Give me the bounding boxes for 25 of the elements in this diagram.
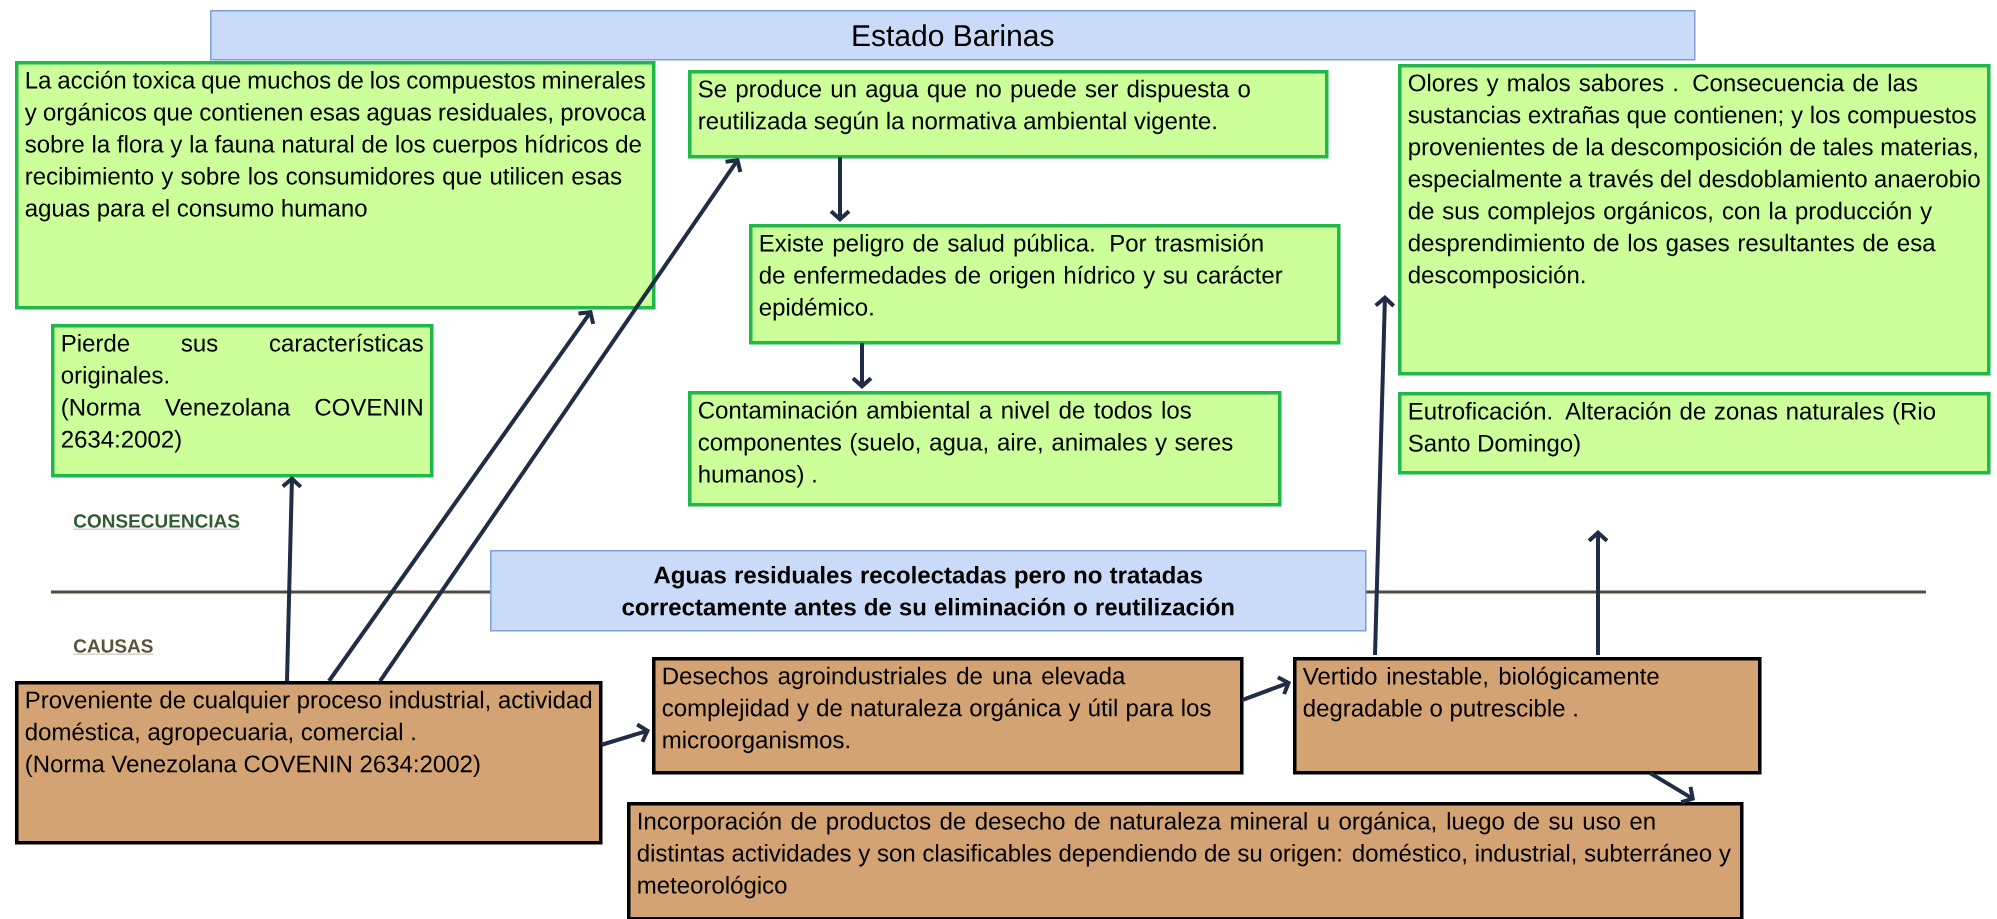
arrow <box>829 157 851 222</box>
cause-box: Vertido inestable, biológicamente degradable o putrescible . <box>1293 657 1762 775</box>
consequence-box: Pierde sus características originales. (Norma Venezolana COVENIN 2634:2002) <box>51 324 434 478</box>
arrow <box>1587 530 1609 655</box>
cause-box: Desechos agroindustriales de una elevada complejidad y de naturaleza orgánica y útil para los microorganismos. <box>652 657 1244 775</box>
arrow <box>281 476 303 682</box>
consequence-box: Olores y malos sabores . Consecuencia de las sustancias extrañas que contienen; y los compuestos provenientes de la descomposición de tales materias, especialmente a través del desdoblamiento anaerobio de sus complejos orgánicos, con la producción y desprendimiento de los gases resultantes de esa descomposición. <box>1398 64 1991 376</box>
title-banner: Estado Barinas <box>210 10 1696 61</box>
arrow <box>327 310 596 683</box>
section-heading: CAUSAS <box>73 639 154 655</box>
arrow <box>851 343 873 389</box>
arrow <box>1649 771 1695 805</box>
arrow <box>1241 675 1291 702</box>
cause-box: Incorporación de productos de desecho de naturaleza mineral u orgánica, luego de su uso en distintas actividades y son clasificables dependiendo de su origen: doméstico, industrial, subterráneo y meteorológico <box>627 802 1744 919</box>
arrow <box>378 158 743 683</box>
problem-banner: Aguas residuales recolectadas pero no tratadas correctamente antes de su eliminación o reutilización <box>490 550 1367 632</box>
consequence-box: Existe peligro de salud pública. Por trasmisión de enfermedades de origen hídrico y su carácter epidémico. <box>749 224 1341 345</box>
consequence-box: Eutroficación. Alteración de zonas naturales (Rio Santo Domingo) <box>1398 392 1991 475</box>
cause-box: Proveniente de cualquier proceso industrial, actividad doméstica, agropecuaria, comercial . (Norma Venezolana COVENIN 2634:2002) <box>15 681 603 845</box>
arrow <box>1373 295 1396 656</box>
consequence-box: La acción toxica que muchos de los compuestos minerales y orgánicos que contienen esas aguas residuales, provoca sobre la flora y la fauna natural de los cuerpos hídricos de recibimiento y sobre los consumidores que utilicen esas aguas para el consumo humano <box>15 61 656 310</box>
section-heading: CONSECUENCIAS <box>73 514 241 530</box>
consequence-box: Se produce un agua que no puede ser dispuesta o reutilizada según la normativa ambiental vigente. <box>688 70 1329 159</box>
arrow <box>600 722 650 747</box>
consequence-box: Contaminación ambiental a nivel de todos los componentes (suelo, agua, aire, animales y seres humanos) . <box>688 391 1282 507</box>
